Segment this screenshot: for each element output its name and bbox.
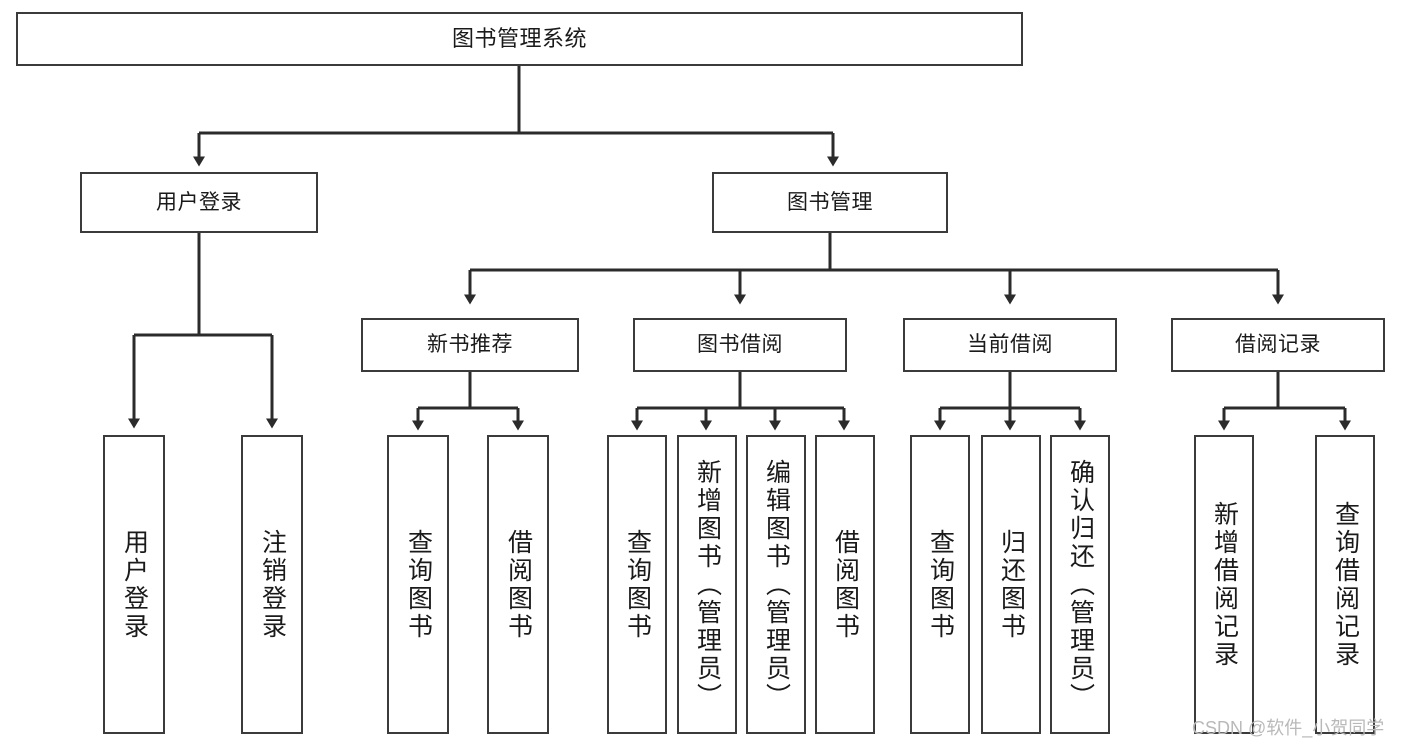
node-leaf-edit-book-admin-label: 编辑图书（管理员） <box>762 458 791 711</box>
node-leaf-add-borrow-record[interactable]: 新增借阅记录 <box>1194 435 1254 734</box>
node-leaf-query-borrow-record-label: 查询借阅记录 <box>1331 500 1360 669</box>
node-borrow-record[interactable]: 借阅记录 <box>1171 318 1385 372</box>
node-leaf-query-book-2-label: 查询图书 <box>623 528 652 641</box>
csdn-watermark: CSDN @软件_小贺同学 <box>1192 718 1385 738</box>
node-leaf-user-login-label: 用户登录 <box>120 528 149 641</box>
node-book-manage-label: 图书管理 <box>787 190 873 214</box>
node-leaf-logout[interactable]: 注销登录 <box>241 435 303 734</box>
node-leaf-borrow-book-2[interactable]: 借阅图书 <box>815 435 875 734</box>
node-leaf-query-borrow-record[interactable]: 查询借阅记录 <box>1315 435 1375 734</box>
node-leaf-confirm-return-admin[interactable]: 确认归还（管理员） <box>1050 435 1110 734</box>
node-leaf-confirm-return-admin-label: 确认归还（管理员） <box>1066 458 1095 711</box>
node-root-label: 图书管理系统 <box>451 25 587 51</box>
node-leaf-edit-book-admin[interactable]: 编辑图书（管理员） <box>746 435 806 734</box>
node-leaf-borrow-book-1[interactable]: 借阅图书 <box>487 435 549 734</box>
node-current-borrow[interactable]: 当前借阅 <box>903 318 1117 372</box>
node-leaf-return-book-label: 归还图书 <box>997 528 1026 641</box>
node-leaf-borrow-book-2-label: 借阅图书 <box>831 528 860 641</box>
node-leaf-add-book-admin-label: 新增图书（管理员） <box>693 458 722 711</box>
node-book-borrow-label: 图书借阅 <box>697 333 783 357</box>
node-root[interactable]: 图书管理系统 <box>16 12 1023 66</box>
node-leaf-query-book-2[interactable]: 查询图书 <box>607 435 667 734</box>
node-leaf-query-book-3[interactable]: 查询图书 <box>910 435 970 734</box>
node-borrow-record-label: 借阅记录 <box>1235 333 1321 357</box>
node-new-book-recommend-label: 新书推荐 <box>427 333 513 357</box>
node-current-borrow-label: 当前借阅 <box>967 333 1053 357</box>
node-leaf-add-borrow-record-label: 新增借阅记录 <box>1210 500 1239 669</box>
node-book-borrow[interactable]: 图书借阅 <box>633 318 847 372</box>
node-leaf-add-book-admin[interactable]: 新增图书（管理员） <box>677 435 737 734</box>
node-leaf-query-book-1[interactable]: 查询图书 <box>387 435 449 734</box>
node-leaf-return-book[interactable]: 归还图书 <box>981 435 1041 734</box>
node-new-book-recommend[interactable]: 新书推荐 <box>361 318 579 372</box>
node-user-login-label: 用户登录 <box>156 190 242 214</box>
node-book-manage[interactable]: 图书管理 <box>712 172 948 233</box>
node-leaf-user-login[interactable]: 用户登录 <box>103 435 165 734</box>
node-leaf-query-book-1-label: 查询图书 <box>404 528 433 641</box>
node-leaf-logout-label: 注销登录 <box>258 528 287 641</box>
node-user-login[interactable]: 用户登录 <box>80 172 318 233</box>
node-leaf-query-book-3-label: 查询图书 <box>926 528 955 641</box>
node-leaf-borrow-book-1-label: 借阅图书 <box>504 528 533 641</box>
